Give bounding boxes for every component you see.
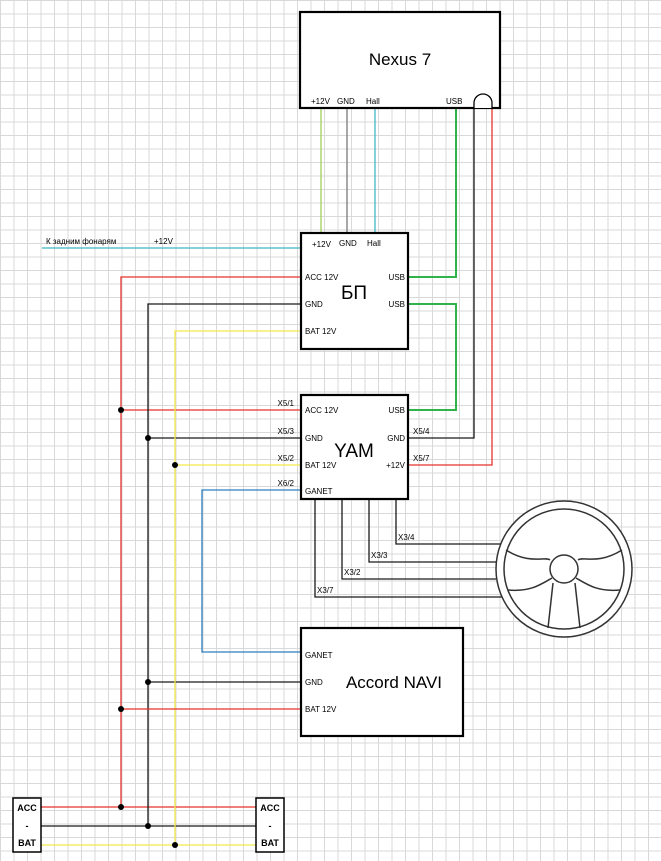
- label-x5-2: X5/2: [278, 454, 295, 463]
- bp-pin-gnd-top: GND: [339, 239, 357, 248]
- rear-light-label: К задним фонарям: [46, 237, 116, 246]
- nexus-box: Nexus 7 +12V GND Hall USB: [298, 10, 502, 110]
- label-x3-3: X3/3: [371, 551, 388, 560]
- label-x3-7: X3/7: [317, 586, 334, 595]
- bp-pin-acc: ACC 12V: [305, 273, 339, 282]
- label-x5-4: X5/4: [413, 427, 430, 436]
- wire-x5-4: [408, 108, 475, 439]
- yam-pin-bat: BAT 12V: [305, 461, 337, 470]
- left-conn-dash: -: [26, 821, 29, 831]
- navi-title: Accord NAVI: [346, 673, 442, 692]
- bp-pin-12v: +12V: [312, 240, 332, 249]
- label-x3-4: X3/4: [398, 533, 415, 542]
- bp-pin-usb2: USB: [389, 300, 405, 309]
- bp-pin-bat: BAT 12V: [305, 327, 337, 336]
- rear-light-voltage: +12V: [154, 237, 174, 246]
- bp-pin-hall: Hall: [367, 239, 381, 248]
- bp-title: БП: [341, 283, 367, 304]
- wire-usb-bp-yam: [408, 303, 457, 411]
- junction-dot: [172, 842, 178, 848]
- wire-x3-7: [314, 500, 502, 598]
- nexus-title: Nexus 7: [369, 50, 431, 69]
- junction-dot: [118, 804, 124, 810]
- wire-x3-4: [395, 500, 518, 545]
- right-conn-acc: ACC: [260, 803, 280, 813]
- junction-dots: [118, 407, 178, 848]
- yam-pin-12v-r: +12V: [386, 461, 406, 470]
- right-conn-dash: -: [269, 821, 272, 831]
- label-x3-2: X3/2: [344, 568, 361, 577]
- label-x6-2: X6/2: [278, 479, 295, 488]
- yam-pin-gnd-r: GND: [387, 434, 405, 443]
- wire-bat-bus: [40, 330, 301, 846]
- bp-pin-gnd: GND: [305, 300, 323, 309]
- label-x5-3: X5/3: [278, 427, 295, 436]
- right-connector: ACC - BAT: [255, 797, 285, 853]
- bp-pin-usb1: USB: [389, 273, 405, 282]
- wire-acc-bus: [40, 276, 301, 808]
- junction-dot: [145, 823, 151, 829]
- navi-pin-gnd: GND: [305, 678, 323, 687]
- yam-pin-acc: ACC 12V: [305, 406, 339, 415]
- yam-pin-ganet: GANET: [305, 487, 333, 496]
- right-conn-bat: BAT: [261, 838, 279, 848]
- navi-pin-bat: BAT 12V: [305, 705, 337, 714]
- junction-dot: [118, 706, 124, 712]
- label-x5-7: X5/7: [413, 454, 430, 463]
- wire-gnd-bus: [40, 303, 301, 827]
- yam-pin-usb: USB: [389, 406, 405, 415]
- yam-title: YAM: [334, 441, 374, 462]
- left-connector: ACC - BAT: [12, 797, 42, 853]
- bp-box: БП +12V GND Hall ACC 12V GND BAT 12V USB…: [299, 231, 410, 351]
- nexus-usb-loop: [473, 93, 493, 108]
- nexus-pin-12v: +12V: [311, 97, 331, 106]
- junction-dot: [118, 407, 124, 413]
- steering-wheel-icon: [495, 500, 633, 638]
- junction-dot: [145, 679, 151, 685]
- left-conn-bat: BAT: [18, 838, 36, 848]
- wire-x3-2: [341, 500, 496, 580]
- yam-pin-gnd: GND: [305, 434, 323, 443]
- junction-dot: [172, 462, 178, 468]
- wire-x5-7: [408, 108, 493, 466]
- nexus-pin-hall: Hall: [366, 97, 380, 106]
- junction-dot: [145, 435, 151, 441]
- navi-box: Accord NAVI GANET GND BAT 12V: [299, 626, 465, 738]
- navi-pin-ganet: GANET: [305, 651, 333, 660]
- wire-ganet: [201, 489, 301, 653]
- left-conn-acc: ACC: [17, 803, 37, 813]
- wire-usb-nexus-bp: [408, 108, 457, 278]
- nexus-pin-gnd: GND: [337, 97, 355, 106]
- nexus-pin-usb: USB: [446, 97, 462, 106]
- wires: [40, 108, 518, 846]
- label-x5-1: X5/1: [278, 399, 295, 408]
- wire-x3-3: [368, 500, 498, 563]
- yam-box: YAM ACC 12V GND BAT 12V GANET USB GND +1…: [299, 393, 410, 501]
